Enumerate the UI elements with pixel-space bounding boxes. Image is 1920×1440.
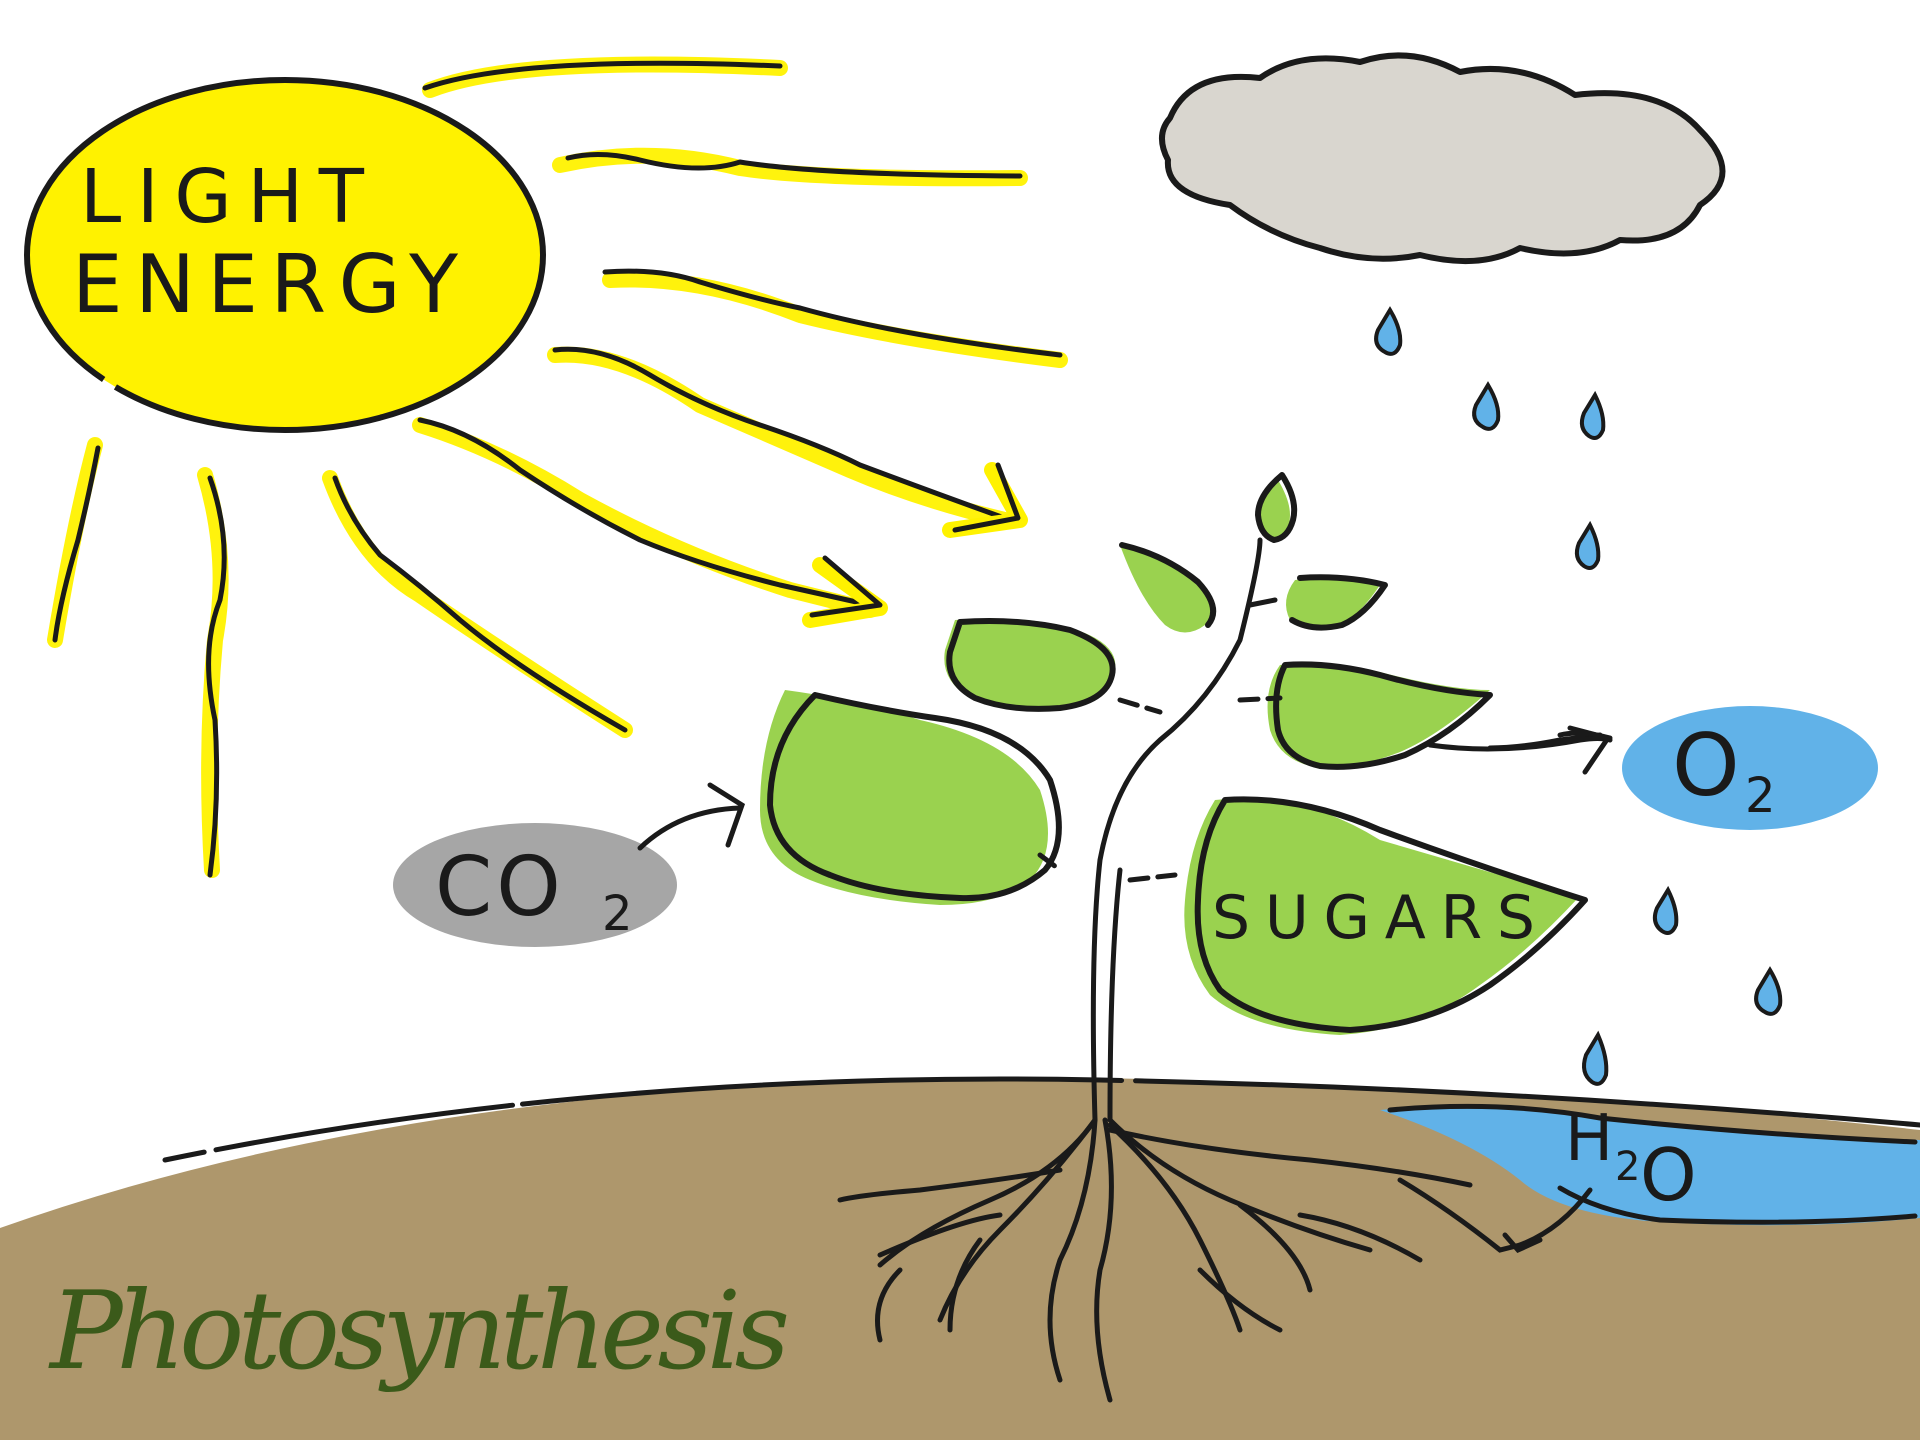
raindrop-icon <box>1582 395 1603 438</box>
cloud-icon <box>1162 55 1723 261</box>
h2o-h: H <box>1565 1102 1613 1176</box>
page-title: Photosynthesis <box>48 1269 790 1394</box>
co2-bubble: CO 2 <box>393 823 677 947</box>
raindrop-icon <box>1376 310 1400 354</box>
co2-label: CO <box>435 840 565 935</box>
raindrop-icon <box>1756 970 1780 1014</box>
o2-arrow <box>1430 739 1610 750</box>
raindrop-icon <box>1474 385 1498 429</box>
h2o-subscript: 2 <box>1615 1144 1640 1190</box>
sun-icon: LIGHT ENERGY <box>27 80 543 430</box>
raindrop-icon <box>1577 525 1598 568</box>
o2-bubble: O 2 <box>1622 706 1878 830</box>
co2-arrow <box>640 808 740 848</box>
sun-label-light: LIGHT <box>80 154 370 240</box>
o2-subscript: 2 <box>1745 768 1776 824</box>
raindrop-icon <box>1584 1035 1606 1084</box>
o2-label: O <box>1672 716 1740 816</box>
h2o-o: O <box>1640 1133 1697 1217</box>
plant-icon: SUGARS <box>640 475 1610 1120</box>
co2-subscript: 2 <box>602 886 633 942</box>
raindrop-icon <box>1655 890 1676 933</box>
